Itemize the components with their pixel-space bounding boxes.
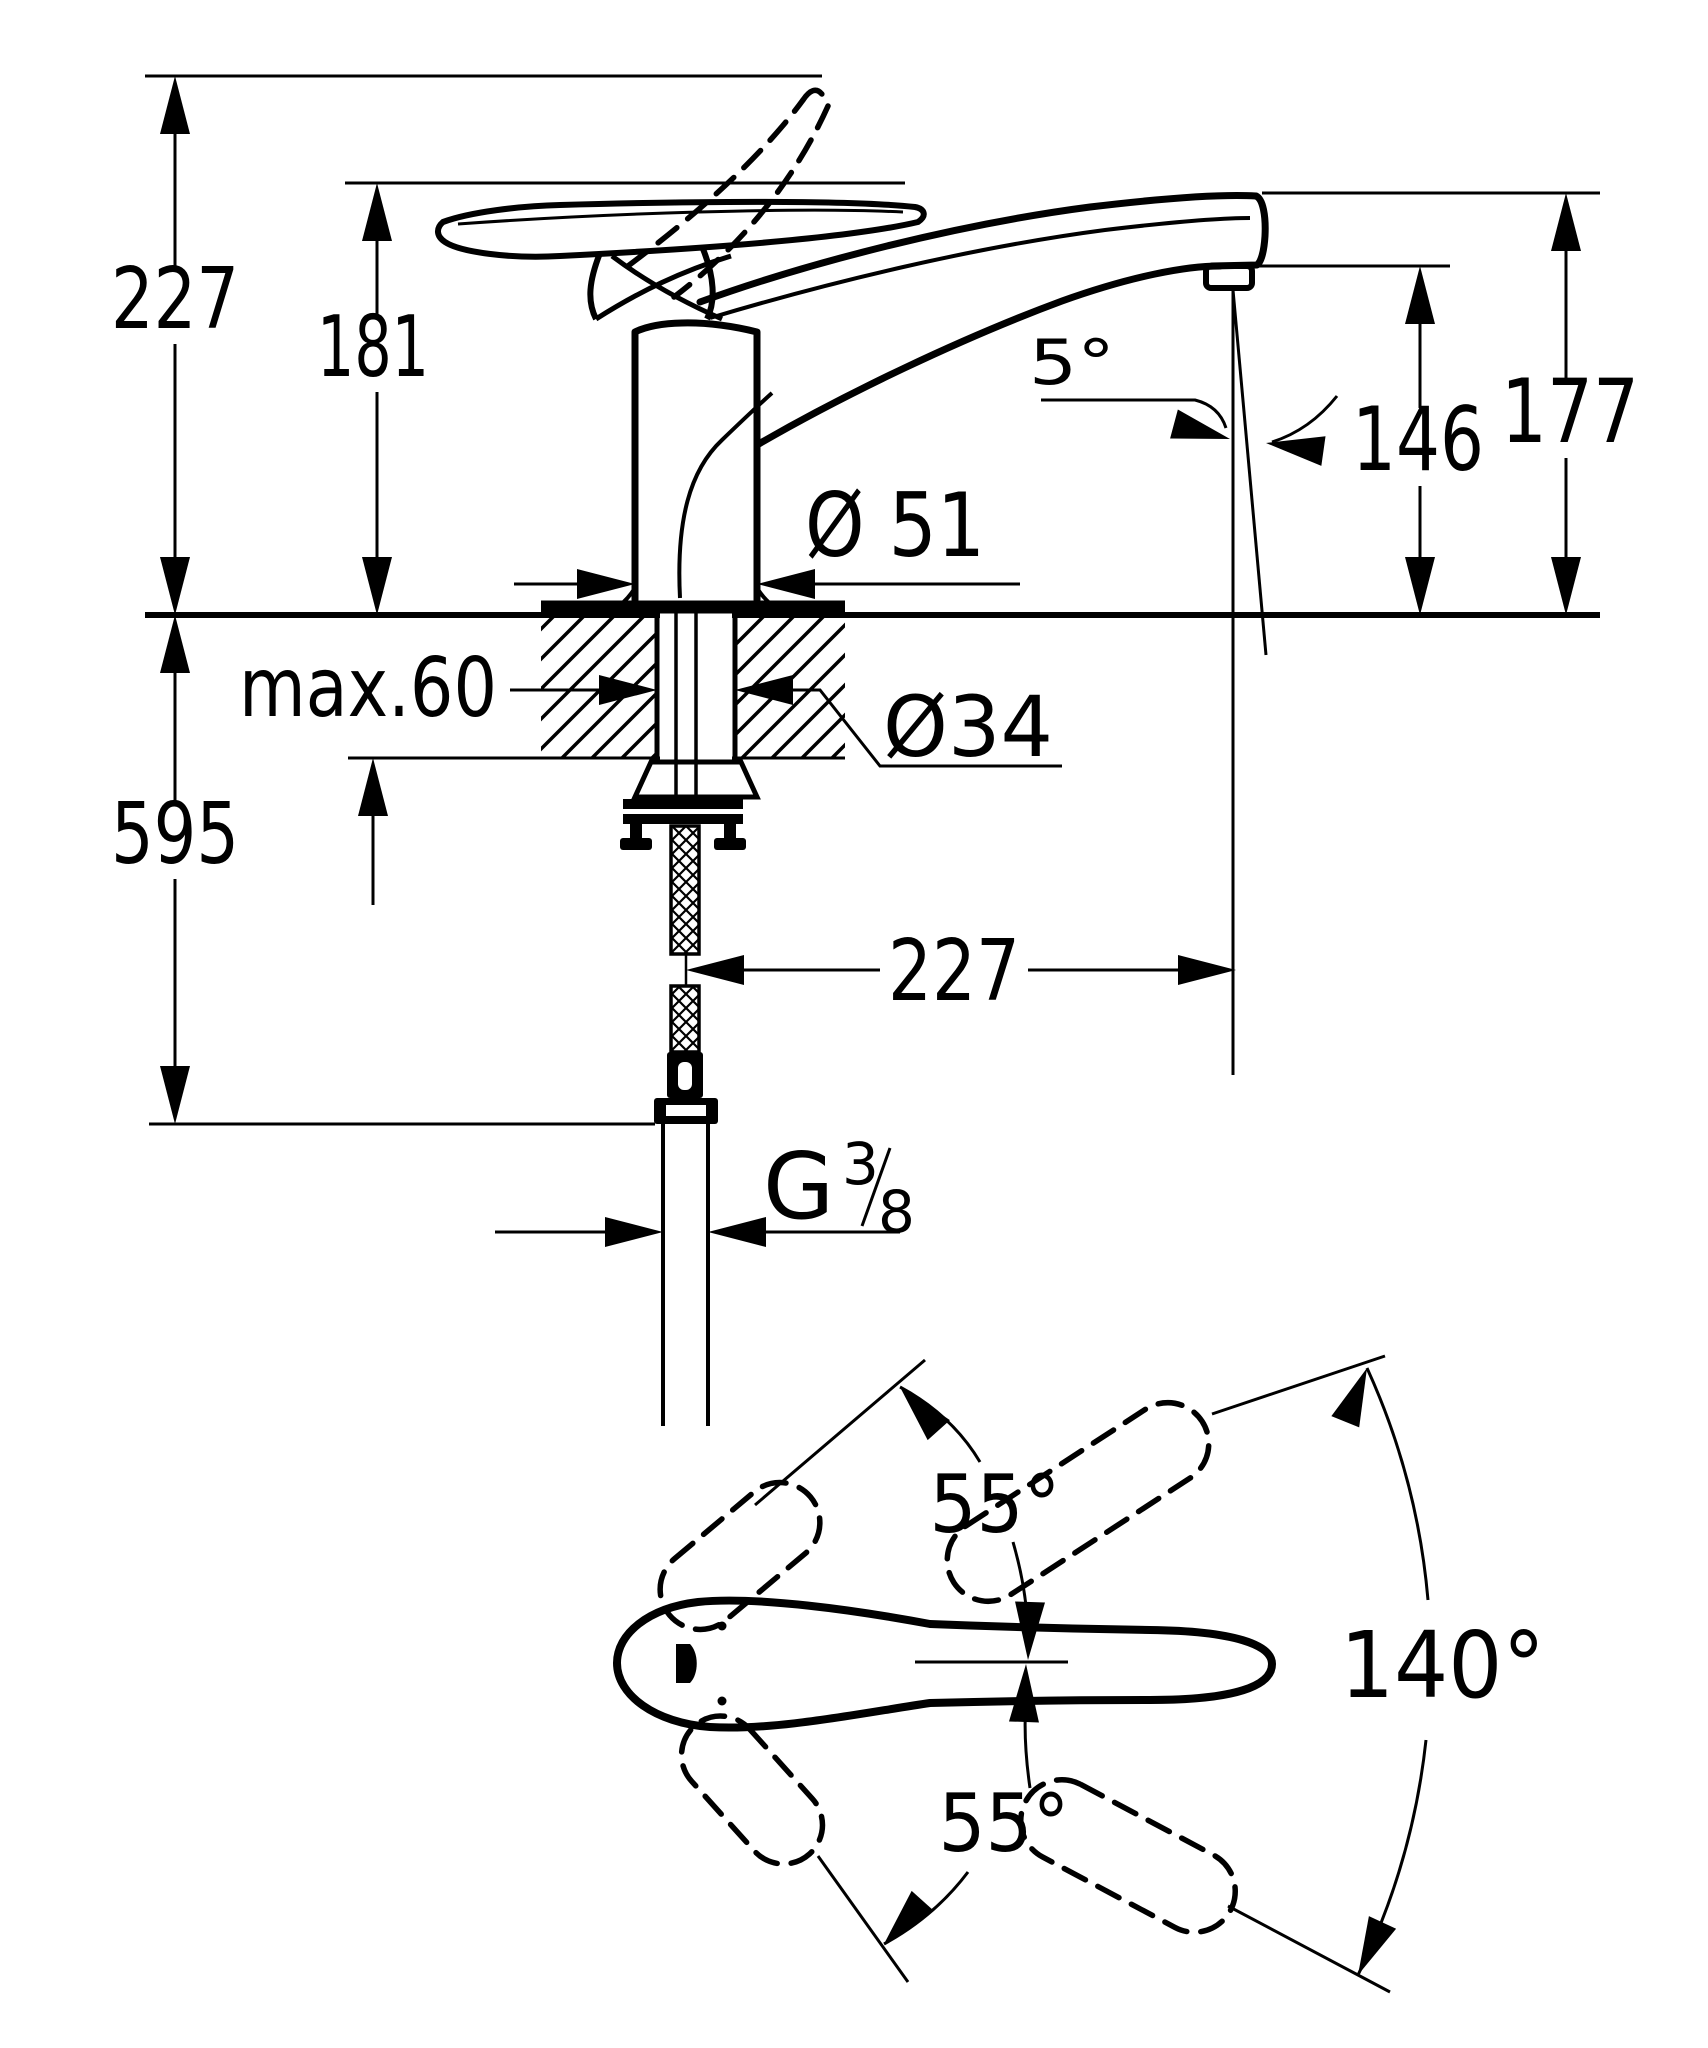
mounting-foot-left xyxy=(620,838,652,850)
handle-lever-upper-dashed xyxy=(944,1399,1212,1605)
side-view: 227 181 595 146 177 5° Ø 51 ma xyxy=(111,74,1639,1426)
handle-knob-lower-dashed xyxy=(678,1713,826,1867)
hose-segment-2-braid xyxy=(671,986,699,1052)
dim-spout-reach-label: 227 xyxy=(888,922,1020,1021)
thread-prefix-label: G xyxy=(763,1133,834,1240)
handle-lever-inner-line xyxy=(457,208,904,226)
spout-inner-line xyxy=(709,216,1251,320)
dim-swivel-lower-label: 55° xyxy=(939,1777,1070,1870)
hose-segment-1-braid xyxy=(671,826,699,954)
angle5-leader xyxy=(1041,398,1228,429)
mounting-plate-bottom xyxy=(623,814,743,824)
mounting-foot-right xyxy=(714,838,746,850)
handle-knob-upper-dashed xyxy=(657,1479,823,1633)
column-foot-flare xyxy=(617,586,775,608)
angle-leg-upper-right xyxy=(1211,1354,1386,1416)
spout-top-curve xyxy=(696,191,1260,306)
dim-outlet-angle-label: 5° xyxy=(1029,326,1115,399)
angle-leg-lower-right xyxy=(1227,1904,1391,1994)
thread-denominator-label: 8 xyxy=(878,1178,915,1246)
handle-plan-dot-bottom xyxy=(717,1696,727,1706)
handle-raised-edge-right xyxy=(671,103,831,300)
aerator-nozzle xyxy=(1203,263,1255,291)
spout-head xyxy=(1208,192,1269,270)
angle5-leader-right xyxy=(1271,395,1339,444)
body-column xyxy=(631,319,761,604)
handle-raised-edge-left xyxy=(625,97,806,269)
handle-plan-d-mark xyxy=(676,1644,697,1683)
dim-counter-thickness-label: max.60 xyxy=(239,641,497,736)
handle-plan-solid xyxy=(612,1596,1277,1732)
dim-34-leader-right xyxy=(747,688,1062,768)
dim-swivel-upper-label: 55° xyxy=(930,1458,1061,1551)
dim-swivel-total-label: 140° xyxy=(1340,1612,1545,1719)
dim-overall-height-label: 227 xyxy=(111,250,239,349)
dim-spout-height-label: 177 xyxy=(1501,360,1639,463)
mounting-stud-right xyxy=(724,824,736,840)
dim-hose-length-label: 595 xyxy=(111,785,239,884)
hose-connector-slot xyxy=(678,1062,692,1090)
angle-leg-upper-left xyxy=(754,1358,926,1507)
spout-bottom-curve xyxy=(753,262,1224,449)
top-view: 55° 55° 140° xyxy=(612,1354,1545,1994)
handle-lever-side xyxy=(435,198,927,260)
angle-leg-lower-left xyxy=(816,1855,910,1983)
handle-raised-tip xyxy=(800,87,831,109)
thread-slash xyxy=(860,1147,892,1227)
mounting-plate-top xyxy=(623,799,743,809)
arc-140-upper xyxy=(1365,1367,1430,1601)
thread-numerator-label: 3 xyxy=(842,1130,879,1198)
dim-body-diameter-label: Ø 51 xyxy=(805,474,985,577)
dim-handle-height-label: 181 xyxy=(317,298,429,397)
stream-angled-line xyxy=(1231,289,1268,656)
handle-lever-lower-dashed xyxy=(1018,1777,1238,1935)
mounting-stud-left xyxy=(630,824,642,840)
connection-nut-band xyxy=(666,1105,706,1116)
body-inner-curve xyxy=(677,391,774,599)
dim-shank-diameter-label: Ø34 xyxy=(883,678,1053,776)
handle-plan-dot-top xyxy=(717,1621,727,1631)
mounting-cone xyxy=(631,759,761,800)
dim-outlet-height-label: 146 xyxy=(1352,388,1484,491)
